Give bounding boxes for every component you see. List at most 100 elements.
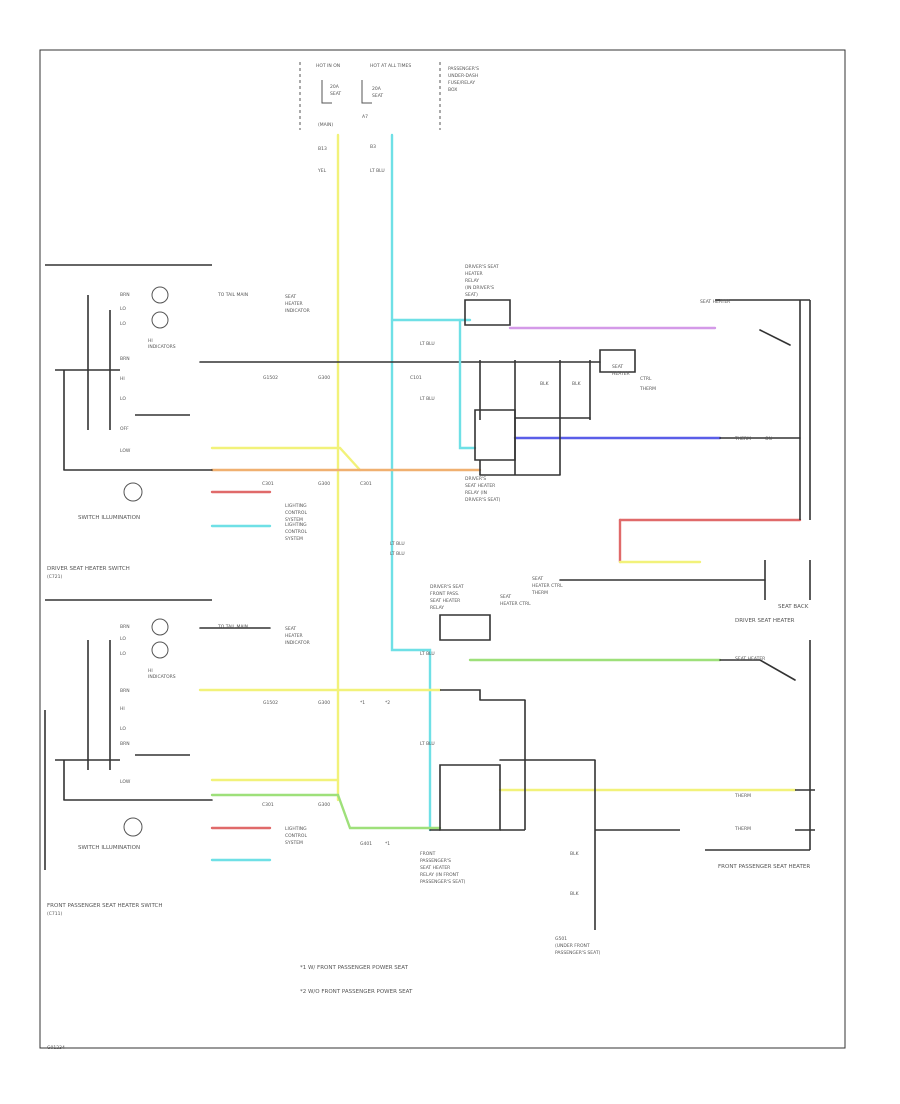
svg-text:A7: A7 — [362, 114, 368, 120]
svg-text:THERM: THERM — [734, 793, 751, 799]
svg-text:SEAT HEATER: SEAT HEATER — [420, 865, 450, 871]
svg-text:CONTROL: CONTROL — [285, 833, 307, 839]
svg-text:HI: HI — [120, 706, 125, 712]
svg-text:LO: LO — [120, 396, 126, 402]
svg-text:BRN: BRN — [120, 624, 130, 630]
svg-text:THERM: THERM — [639, 386, 656, 392]
svg-text:LOW: LOW — [120, 779, 131, 785]
svg-text:(MAIN): (MAIN) — [318, 122, 333, 128]
svg-text:LO: LO — [120, 306, 126, 312]
svg-text:G501: G501 — [555, 936, 567, 942]
svg-text:BRN: BRN — [120, 292, 130, 298]
svg-text:HEATER: HEATER — [612, 371, 630, 377]
svg-text:B13: B13 — [318, 146, 327, 152]
svg-text:SYSTEM: SYSTEM — [285, 517, 303, 523]
svg-text:C301: C301 — [360, 481, 372, 487]
driver-switch-label: DRIVER SEAT HEATER SWITCH — [47, 566, 130, 572]
svg-text:FRONT PASS.: FRONT PASS. — [430, 591, 459, 597]
svg-text:INDICATORS: INDICATORS — [148, 344, 176, 350]
svg-text:LO: LO — [120, 321, 126, 327]
svg-text:LT BLU: LT BLU — [390, 551, 405, 557]
svg-text:TO TAIL MAIN: TO TAIL MAIN — [217, 624, 248, 630]
svg-text:HEATER CTRL: HEATER CTRL — [532, 583, 563, 589]
svg-text:BRN: BRN — [120, 688, 130, 694]
svg-text:OFF: OFF — [120, 426, 129, 432]
svg-text:HEATER: HEATER — [285, 633, 303, 639]
wire-black-32 — [759, 329, 791, 346]
svg-text:SEAT: SEAT — [532, 576, 543, 582]
svg-text:G300: G300 — [318, 802, 330, 808]
svg-text:BLK: BLK — [570, 891, 580, 897]
svg-text:RELAY: RELAY — [430, 605, 444, 611]
svg-text:BRN: BRN — [120, 741, 130, 747]
connector-labels: BRN LO LO HI INDICATORS BRN HI LO OFF LO… — [47, 264, 772, 1051]
svg-text:PASSENGER'S: PASSENGER'S — [448, 66, 479, 72]
svg-text:HI: HI — [148, 338, 153, 344]
svg-text:BLK: BLK — [572, 381, 582, 387]
svg-text:CONTROL: CONTROL — [285, 510, 307, 516]
svg-text:G1502: G1502 — [263, 375, 278, 381]
svg-text:PASSENGER'S: PASSENGER'S — [420, 858, 451, 864]
svg-text:DRIVER'S SEAT): DRIVER'S SEAT) — [465, 497, 501, 503]
svg-text:CONTROL: CONTROL — [285, 529, 307, 535]
svg-text:*1: *1 — [385, 841, 390, 847]
svg-text:BOX: BOX — [448, 87, 457, 93]
indicator-lamp-4 — [151, 641, 169, 659]
svg-text:B3: B3 — [370, 144, 376, 150]
svg-text:DRIVER'S SEAT: DRIVER'S SEAT — [465, 264, 499, 270]
svg-text:20A: 20A — [372, 86, 382, 92]
svg-text:HEATER: HEATER — [285, 301, 303, 307]
svg-text:LO: LO — [120, 726, 126, 732]
svg-text:THERM: THERM — [734, 826, 751, 832]
indicator-lamp-3 — [151, 618, 169, 636]
svg-text:*2: *2 — [385, 700, 390, 706]
svg-text:BLK: BLK — [540, 381, 550, 387]
svg-text:INDICATOR: INDICATOR — [285, 640, 310, 646]
indicator-lamp-1 — [151, 286, 169, 304]
wire-green-24 — [210, 793, 442, 830]
svg-text:PASSENGER'S SEAT): PASSENGER'S SEAT) — [420, 879, 466, 885]
svg-text:SEAT: SEAT — [372, 93, 383, 99]
svg-text:SYSTEM: SYSTEM — [285, 840, 303, 846]
svg-text:(IN DRIVER'S: (IN DRIVER'S — [465, 285, 494, 291]
passenger-seat-heater-label: FRONT PASSENGER SEAT HEATER — [718, 864, 810, 870]
switch-illumination-driver-label: SWITCH ILLUMINATION — [78, 515, 140, 521]
wire-cyan-1 — [390, 133, 432, 832]
indicator-lamp-2 — [151, 311, 169, 329]
illumination-lamp-driver — [123, 482, 143, 502]
svg-text:LT BLU: LT BLU — [420, 651, 435, 657]
driver-switch-sub: (C721) — [47, 574, 62, 580]
svg-text:RELAY: RELAY — [465, 278, 479, 284]
svg-text:SEAT: SEAT — [285, 626, 296, 632]
svg-text:C101: C101 — [410, 375, 422, 381]
svg-text:*1: *1 — [360, 700, 365, 706]
svg-text:HOT IN ON: HOT IN ON — [316, 63, 340, 69]
svg-text:LT BLU: LT BLU — [420, 341, 435, 347]
svg-text:SEAT): SEAT) — [465, 292, 478, 298]
illumination-lamp-passenger — [123, 817, 143, 837]
svg-text:LT BLU: LT BLU — [420, 396, 435, 402]
svg-text:SEAT HEATER: SEAT HEATER — [430, 598, 460, 604]
svg-text:G300: G300 — [318, 375, 330, 381]
svg-text:G01234: G01234 — [47, 1045, 65, 1051]
svg-text:LIGHTING: LIGHTING — [285, 826, 307, 832]
passenger-switch-sub: (C711) — [47, 911, 62, 917]
svg-text:SEAT HEATER: SEAT HEATER — [465, 483, 495, 489]
svg-text:HEATER: HEATER — [465, 271, 483, 277]
note-2: *2 W/O FRONT PASSENGER POWER SEAT — [300, 989, 413, 995]
wire-cyan-4 — [458, 318, 477, 450]
svg-text:SEAT: SEAT — [500, 594, 511, 600]
svg-text:LO: LO — [120, 651, 126, 657]
svg-text:BLK: BLK — [570, 851, 580, 857]
svg-text:LIGHTING: LIGHTING — [285, 503, 307, 509]
svg-text:SEAT HEATER: SEAT HEATER — [735, 656, 765, 662]
wire-black-21 — [719, 659, 796, 681]
svg-text:G300: G300 — [318, 700, 330, 706]
svg-text:SYSTEM: SYSTEM — [285, 536, 303, 542]
svg-text:SEAT: SEAT — [612, 364, 623, 370]
svg-text:FRONT: FRONT — [420, 851, 436, 857]
note-1: *1 W/ FRONT PASSENGER POWER SEAT — [300, 965, 409, 971]
svg-text:BRN: BRN — [120, 356, 130, 362]
fuse-box-group: HOT IN ON HOT AT ALL TIMES PASSENGER'S U… — [299, 62, 479, 174]
svg-text:PASSENGER'S SEAT): PASSENGER'S SEAT) — [555, 950, 601, 956]
